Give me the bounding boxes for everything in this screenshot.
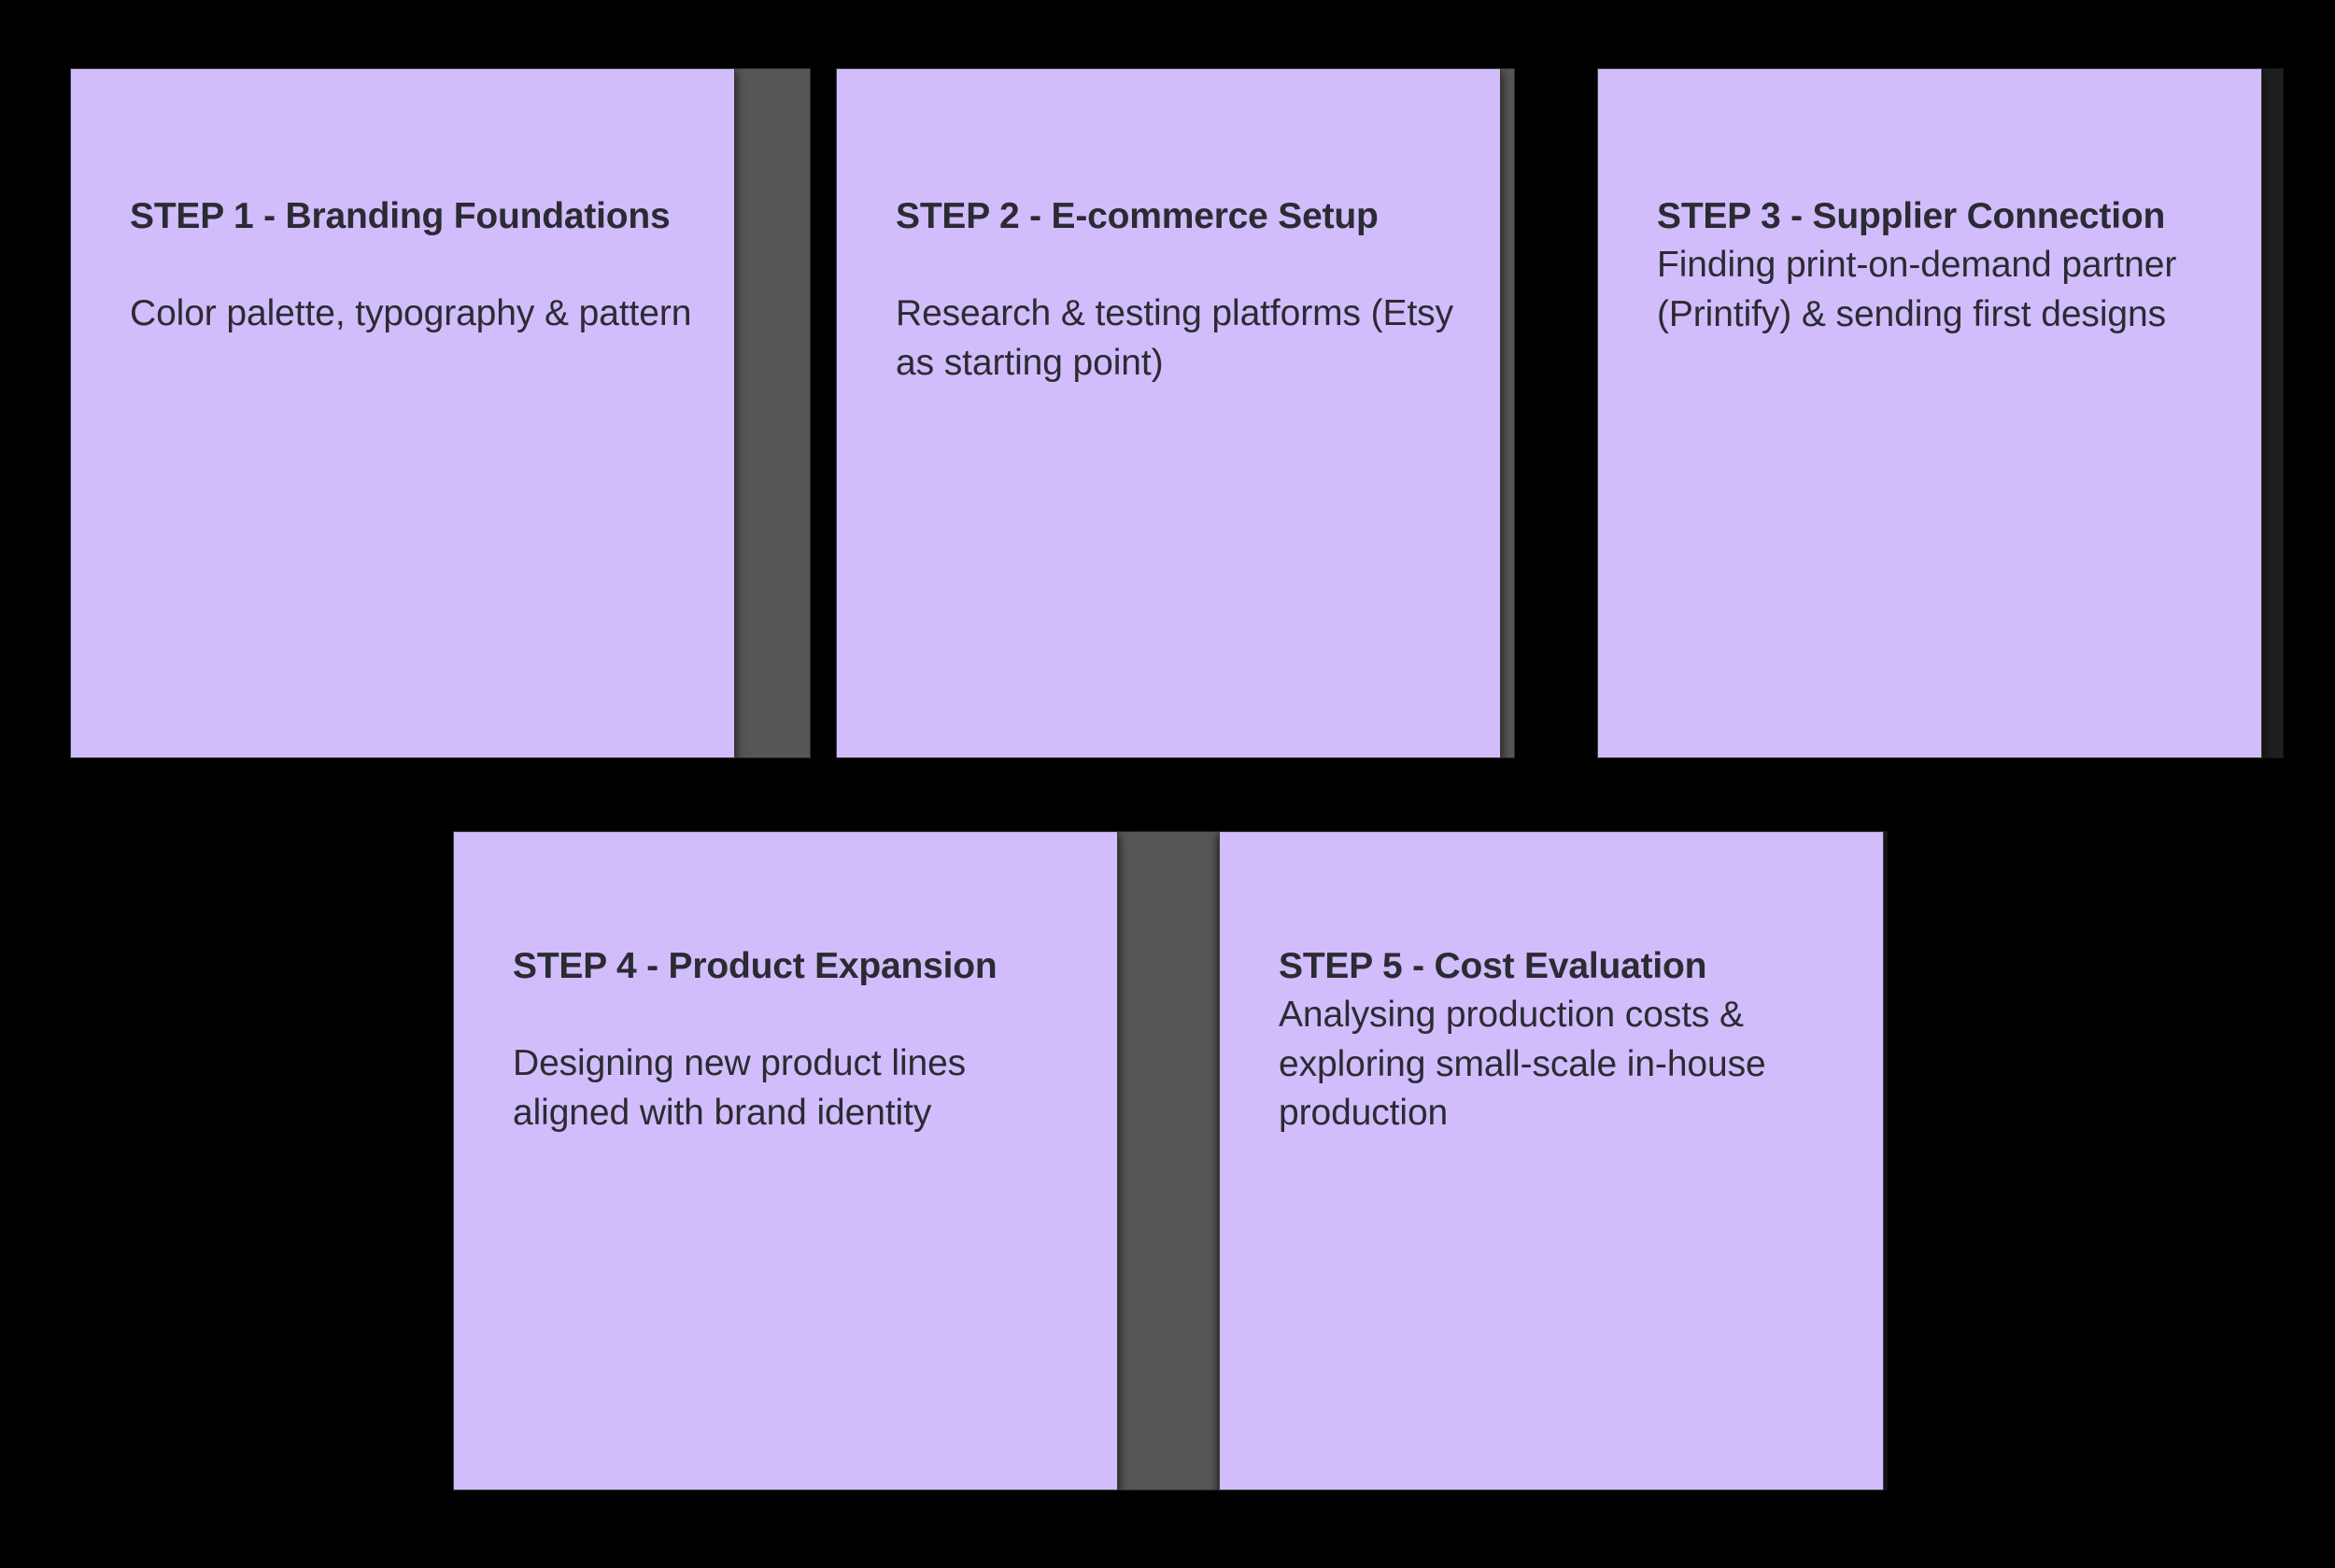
step-card-4-title: STEP 4 - Product Expansion [513,946,998,986]
step-card-4-body: Designing new product lines aligned with… [513,1043,967,1133]
step-card-5-body: Analysing production costs & exploring s… [1279,995,1766,1133]
step-card-3-content: STEP 3 - Supplier Connection Finding pri… [1657,192,2229,339]
card-side-panel-step-1 [730,68,811,758]
step-card-5[interactable]: STEP 5 - Cost Evaluation Analysing produ… [1219,831,1884,1490]
step-card-4[interactable]: STEP 4 - Product Expansion Designing new… [453,831,1118,1490]
step-card-1-spacer [130,241,702,290]
step-card-4-spacer [513,991,1085,1039]
step-card-4-content: STEP 4 - Product Expansion Designing new… [513,942,1085,1137]
step-card-2-spacer [896,241,1468,290]
card-side-panel-step-4 [1113,831,1224,1490]
step-card-5-title: STEP 5 - Cost Evaluation [1279,946,1707,986]
step-card-3[interactable]: STEP 3 - Supplier Connection Finding pri… [1597,68,2262,758]
step-card-1-content: STEP 1 - Branding Foundations Color pale… [130,192,702,339]
step-card-1-body: Color palette, typography & pattern [130,293,692,334]
step-card-1-title: STEP 1 - Branding Foundations [130,196,671,236]
step-card-2-title: STEP 2 - E-commerce Setup [896,196,1379,236]
step-card-2-content: STEP 2 - E-commerce Setup Research & tes… [896,192,1468,388]
step-card-1[interactable]: STEP 1 - Branding Foundations Color pale… [70,68,735,758]
step-card-2-body: Research & testing platforms (Etsy as st… [896,293,1453,383]
step-card-3-body: Finding print-on-demand partner (Printif… [1657,245,2177,334]
step-card-5-content: STEP 5 - Cost Evaluation Analysing produ… [1279,942,1851,1137]
step-card-3-title: STEP 3 - Supplier Connection [1657,196,2166,236]
step-card-2[interactable]: STEP 2 - E-commerce Setup Research & tes… [836,68,1501,758]
